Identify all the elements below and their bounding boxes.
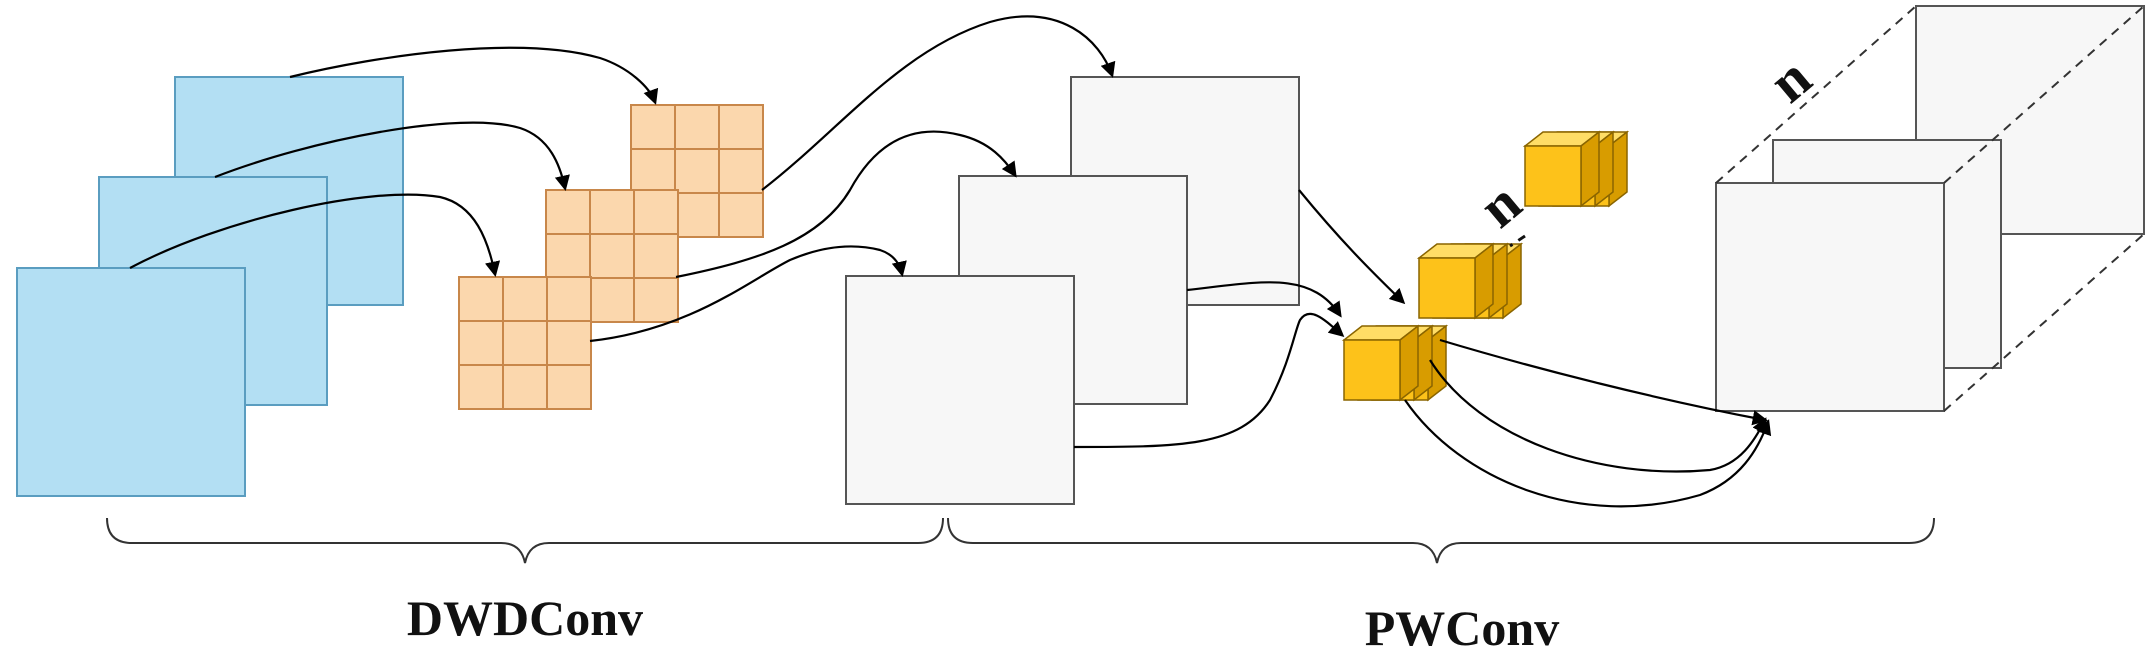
output-count-label: n bbox=[1757, 44, 1823, 115]
kernel-cell bbox=[546, 364, 592, 410]
depthwise-kernels bbox=[458, 104, 764, 410]
arrow-cube-to-output-1 bbox=[1439, 338, 1769, 426]
pointwise-kernels bbox=[1341, 130, 1630, 402]
output-edge-top-right bbox=[1943, 5, 2145, 184]
arrow-map-middle-to-cube bbox=[1186, 281, 1342, 318]
kernel-cell bbox=[502, 320, 548, 366]
arrow-cube-to-output-2 bbox=[1429, 359, 1767, 473]
cube-stack-front bbox=[1341, 324, 1449, 402]
kernel-cell bbox=[674, 148, 720, 194]
dwdconv-label: DWDConv bbox=[407, 590, 643, 646]
output-edge-top-left bbox=[1715, 5, 1917, 184]
pwconv-label: PWConv bbox=[1365, 600, 1559, 656]
pointwise-cube bbox=[1341, 324, 1421, 402]
arrow-input-back-to-kernel bbox=[289, 46, 659, 105]
arrow-map-front-to-cube bbox=[1073, 312, 1345, 449]
kernel-cell bbox=[502, 364, 548, 410]
dw-output-map-front bbox=[845, 275, 1075, 505]
kernel-cell bbox=[633, 233, 679, 279]
pointwise-cube bbox=[1416, 242, 1496, 320]
kernel-cell bbox=[458, 276, 504, 322]
kernel-cell bbox=[718, 148, 764, 194]
pwconv-brace bbox=[947, 517, 1935, 564]
pointwise-cube bbox=[1522, 130, 1602, 208]
kernel-cell bbox=[589, 189, 635, 235]
kernel-cell bbox=[458, 320, 504, 366]
cube-stack-middle bbox=[1416, 242, 1524, 320]
kernel-cell bbox=[546, 320, 592, 366]
kernel-cell bbox=[718, 192, 764, 238]
kernel-cell bbox=[633, 189, 679, 235]
kernel-cell bbox=[589, 277, 635, 323]
input-feature-maps bbox=[16, 76, 404, 497]
kernel-grid-back bbox=[630, 104, 764, 238]
kernel-cell bbox=[546, 276, 592, 322]
arrow-kernel-back-to-map bbox=[761, 15, 1116, 191]
input-map-front bbox=[16, 267, 246, 497]
kernel-cell bbox=[502, 276, 548, 322]
output-edge-bottom-right bbox=[1943, 233, 2145, 412]
arrow-cube-to-output-3 bbox=[1404, 399, 1772, 508]
kernel-cell bbox=[589, 233, 635, 279]
kernel-cell bbox=[718, 104, 764, 150]
kernel-cell bbox=[633, 277, 679, 323]
kernel-cell bbox=[630, 104, 676, 150]
kernel-count-dashed-line bbox=[1509, 234, 1526, 248]
kernel-grid-front bbox=[458, 276, 592, 410]
kernel-count-label: n bbox=[1467, 169, 1533, 240]
flow-arrows bbox=[129, 15, 1772, 508]
kernel-cell bbox=[630, 148, 676, 194]
cube-stack-back bbox=[1522, 130, 1630, 208]
output-map-front bbox=[1715, 182, 1945, 412]
arrow-map-back-to-cube bbox=[1298, 189, 1406, 305]
depthwise-output-maps bbox=[845, 76, 1300, 505]
dwdconv-brace bbox=[106, 517, 944, 564]
arrow-kernel-front-to-map bbox=[589, 245, 907, 343]
arrow-input-middle-to-kernel bbox=[214, 121, 570, 192]
kernel-cell bbox=[458, 364, 504, 410]
kernel-cell bbox=[674, 192, 720, 238]
arrow-input-front-to-kernel bbox=[129, 193, 501, 278]
arrow-kernel-middle-to-map bbox=[675, 130, 1017, 279]
output-feature-maps bbox=[1715, 5, 2145, 412]
kernel-cell bbox=[545, 233, 591, 279]
kernel-cell bbox=[674, 104, 720, 150]
kernel-cell bbox=[545, 189, 591, 235]
